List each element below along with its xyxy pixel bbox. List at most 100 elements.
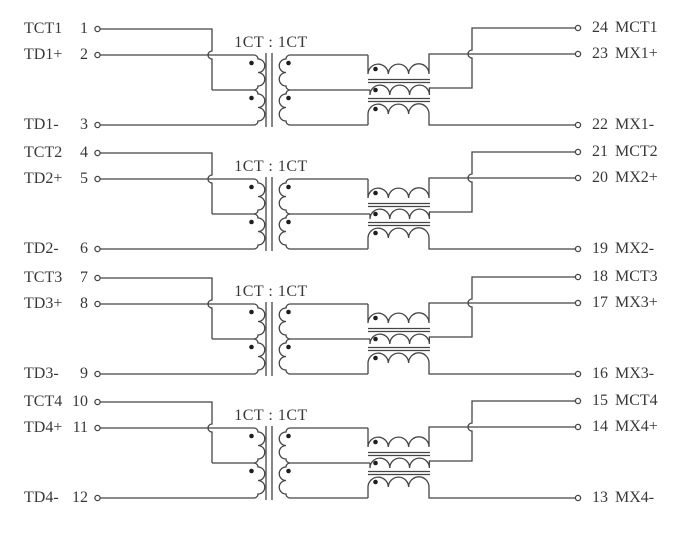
- pin-terminal-circle: [574, 423, 582, 431]
- pin-terminal-circle: [574, 24, 582, 32]
- wire: [100, 213, 266, 250]
- wire: [100, 338, 266, 375]
- polarity-dot: [373, 315, 378, 321]
- polarity-dot: [373, 336, 378, 342]
- polarity-dot: [373, 479, 378, 485]
- polarity-dot: [373, 355, 378, 361]
- pin-label-MCT4: MCT4: [615, 392, 658, 409]
- wire: [367, 426, 575, 448]
- wire: [278, 338, 368, 375]
- channel-3: [94, 273, 582, 378]
- polarity-dot: [249, 433, 254, 439]
- pin-label-TCT1: TCT1: [24, 20, 63, 37]
- pin-number-13: 13: [592, 489, 608, 506]
- pin-number-1: 1: [80, 20, 88, 37]
- pin-number-8: 8: [80, 295, 88, 312]
- pin-terminal-circle: [574, 245, 582, 253]
- polarity-dot: [286, 468, 291, 474]
- pin-terminal-circle: [94, 370, 101, 378]
- pin-terminal-circle: [94, 149, 101, 157]
- pin-terminal-circle: [574, 397, 582, 405]
- pin-number-19: 19: [592, 240, 608, 257]
- pin-terminal-circle: [574, 148, 582, 156]
- wire: [100, 152, 213, 214]
- wire: [100, 28, 213, 90]
- wire: [100, 54, 266, 91]
- pin-label-MX2-: MX2-: [615, 240, 655, 257]
- pin-number-4: 4: [80, 144, 88, 161]
- wire: [100, 89, 266, 126]
- polarity-dot: [249, 219, 254, 225]
- pin-row-MX4+: 14 MX4+: [590, 417, 658, 437]
- wire: [367, 53, 575, 75]
- wire: [278, 213, 368, 250]
- pin-terminal-circle: [94, 494, 101, 502]
- pin-label-TD4+: TD4+: [24, 419, 63, 436]
- polarity-dot: [373, 460, 378, 466]
- pin-number-15: 15: [592, 392, 608, 409]
- pin-label-TD2-: TD2-: [24, 240, 59, 257]
- polarity-dot: [373, 87, 378, 93]
- pin-terminal-circle: [574, 121, 582, 129]
- wire: [100, 462, 266, 499]
- pin-terminal-circle: [94, 300, 101, 308]
- polarity-dot: [286, 219, 291, 225]
- pin-label-MX1+: MX1+: [615, 45, 658, 62]
- wire: [278, 462, 368, 499]
- pin-label-MX2+: MX2+: [615, 169, 658, 186]
- pin-number-14: 14: [592, 418, 608, 435]
- wire: [278, 178, 370, 215]
- pin-terminal-circle: [94, 274, 101, 282]
- wire: [367, 177, 575, 199]
- polarity-dot: [286, 433, 291, 439]
- channel-4: [94, 397, 582, 502]
- wire: [367, 103, 575, 126]
- polarity-dot: [249, 95, 254, 101]
- polarity-dot: [373, 66, 378, 72]
- pin-terminal-circle: [94, 424, 101, 432]
- pin-terminal-circle: [574, 370, 582, 378]
- pin-number-9: 9: [80, 365, 88, 382]
- polarity-dot: [373, 106, 378, 112]
- pin-terminal-circle: [574, 299, 582, 307]
- pin-label-TD3-: TD3-: [24, 365, 59, 382]
- wire: [100, 303, 266, 340]
- wire: [100, 427, 266, 464]
- wire: [369, 151, 575, 220]
- pin-label-MX4-: MX4-: [615, 489, 655, 506]
- pin-label-TD1-: TD1-: [24, 116, 59, 133]
- pin-number-16: 16: [592, 365, 608, 382]
- pin-label-MX3+: MX3+: [615, 294, 658, 311]
- polarity-dot: [286, 95, 291, 101]
- polarity-dot: [249, 60, 254, 66]
- wire: [367, 352, 575, 375]
- wire: [369, 27, 575, 96]
- channel-1: [94, 24, 582, 129]
- transformer-ratio-label: 1CT : 1CT: [234, 34, 308, 51]
- pin-number-5: 5: [80, 170, 88, 187]
- polarity-dot: [286, 344, 291, 350]
- wire: [367, 302, 575, 324]
- polarity-dot: [286, 184, 291, 190]
- pin-label-TD4-: TD4-: [24, 489, 59, 506]
- polarity-dot: [373, 230, 378, 236]
- polarity-dot: [249, 344, 254, 350]
- polarity-dot: [286, 309, 291, 315]
- pin-row-MX2-: 19 MX2-: [590, 239, 654, 259]
- wire: [367, 227, 575, 250]
- transformer-ratio-label: 1CT : 1CT: [234, 407, 308, 424]
- pin-label-MX4+: MX4+: [615, 418, 658, 435]
- wire: [100, 401, 213, 463]
- pin-label-MX3-: MX3-: [615, 365, 655, 382]
- transformer-ratio-label: 1CT : 1CT: [234, 283, 308, 300]
- pin-label-MCT3: MCT3: [615, 268, 658, 285]
- pin-number-2: 2: [80, 46, 88, 63]
- wire: [278, 54, 370, 91]
- wire: [369, 400, 575, 469]
